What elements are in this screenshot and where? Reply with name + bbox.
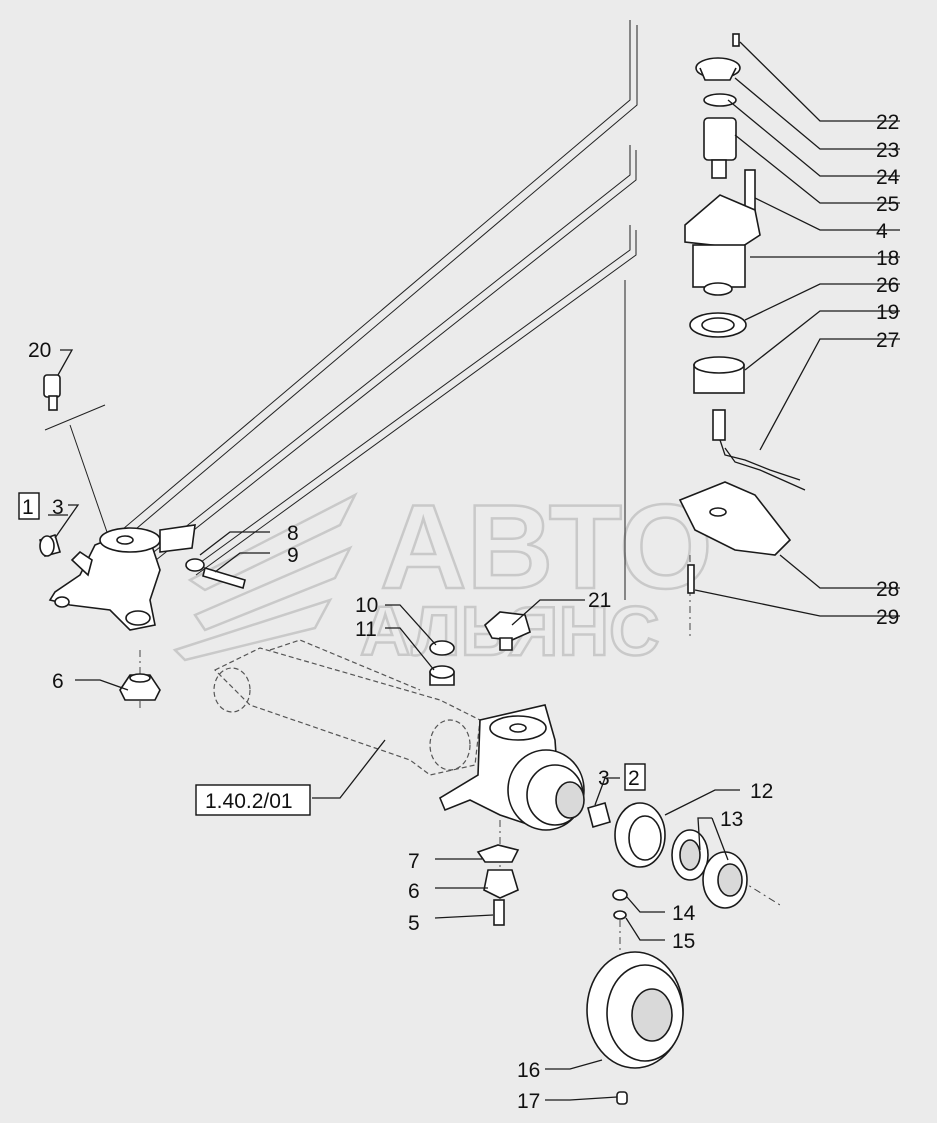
- callout-8: 8: [287, 522, 299, 545]
- pin-29: [687, 564, 695, 594]
- stud-17: [616, 1091, 628, 1105]
- callout-29: 29: [876, 606, 899, 629]
- callout-11: 11: [355, 618, 377, 641]
- callout-3-right: 3: [598, 767, 610, 790]
- callout-16: 16: [517, 1059, 540, 1082]
- callout-23: 23: [876, 139, 899, 162]
- callout-21: 21: [588, 589, 611, 612]
- right-steering-knuckle: [438, 704, 585, 831]
- watermark-line1: АВТО: [380, 480, 712, 614]
- reference-box: [195, 784, 311, 816]
- callout-5: 5: [408, 912, 420, 935]
- callout-9: 9: [287, 544, 299, 567]
- callout-3-left: 3: [52, 496, 64, 519]
- callout-6-right: 6: [408, 880, 420, 903]
- callout-box-1: [18, 492, 40, 520]
- callout-10: 10: [355, 594, 378, 617]
- callout-22: 22: [876, 111, 899, 134]
- seal-ring-12: [614, 802, 666, 868]
- callout-12: 12: [750, 780, 773, 803]
- callout-numbers: 1 3 2 3 4 5 6 6 7 8 9 10 11 12 13 14 15 …: [22, 111, 900, 1113]
- upper-stack: [684, 33, 761, 394]
- callout-17: 17: [517, 1090, 540, 1113]
- callout-20: 20: [28, 339, 51, 362]
- callout-24: 24: [876, 166, 900, 189]
- sensor-cable-27: [712, 409, 806, 491]
- watermark-logo: [172, 492, 358, 662]
- reference-label: 1.40.2/01: [205, 790, 293, 813]
- callout-13: 13: [720, 808, 743, 831]
- callout-box-2: [624, 763, 646, 791]
- callout-1: 1: [22, 496, 34, 519]
- callout-15: 15: [672, 930, 695, 953]
- callout-7: 7: [408, 850, 420, 873]
- grease-fitting-20: [43, 374, 61, 411]
- callout-18: 18: [876, 247, 899, 270]
- cover-plate-28: [678, 481, 792, 556]
- bolt-8-9: [185, 558, 246, 590]
- callout-27: 27: [876, 329, 899, 352]
- nut-washer-14-15: [612, 889, 628, 920]
- guide-lines: [44, 20, 781, 960]
- bushing-left: [39, 533, 61, 557]
- callout-14: 14: [672, 902, 696, 925]
- axle-beam: [213, 639, 481, 776]
- watermark: АВТО АЛЬЯНС: [172, 479, 714, 671]
- wheel-hub-16: [586, 951, 684, 1069]
- callout-26: 26: [876, 274, 899, 297]
- callout-4: 4: [876, 220, 888, 243]
- pivot-assembly-right: [476, 844, 520, 926]
- left-steering-knuckle: [48, 524, 196, 631]
- pivot-cap-left: [119, 673, 161, 701]
- callout-25: 25: [876, 193, 899, 216]
- leaders: [48, 41, 900, 1101]
- callout-28: 28: [876, 578, 899, 601]
- callout-6-left: 6: [52, 670, 64, 693]
- washers-10-11: [429, 640, 455, 686]
- bushing-right: [587, 802, 611, 828]
- callout-2: 2: [628, 767, 640, 790]
- callout-19: 19: [876, 301, 899, 324]
- bearing-13: [671, 829, 748, 909]
